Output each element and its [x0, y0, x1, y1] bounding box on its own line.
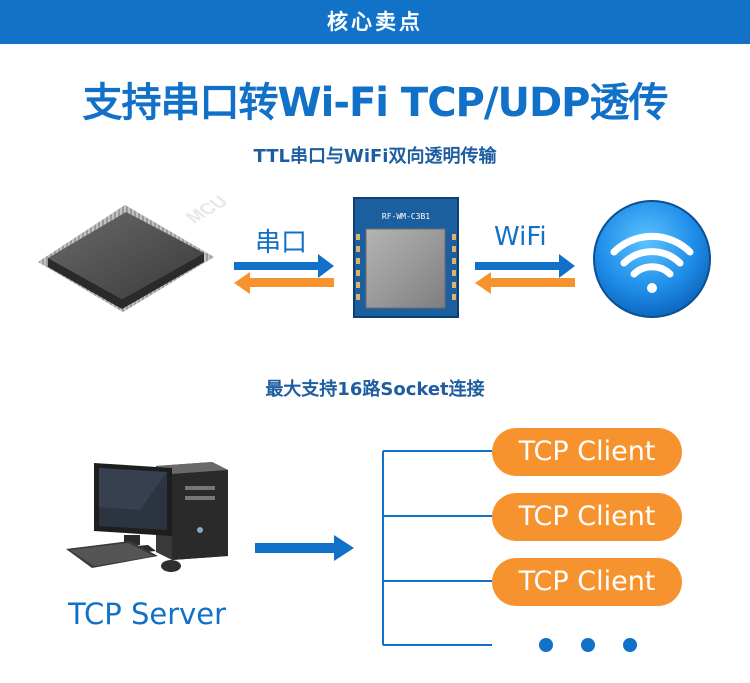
- section1-subtitle: TTL串口与WiFi双向透明传输: [253, 146, 497, 167]
- section2-subtitle: 最大支持16路Socket连接: [265, 379, 485, 400]
- banner-title: 核心卖点: [327, 10, 423, 34]
- serial-label: 串口: [255, 228, 308, 258]
- banner: [0, 0, 750, 44]
- server-label: TCP Server: [68, 597, 227, 631]
- headline: 支持串口转Wi-Fi TCP/UDP透传: [82, 80, 669, 126]
- mcu-label: MCU: [180, 192, 232, 226]
- tcp-client-pill: TCP Client: [492, 558, 682, 606]
- tcp-client-pill: TCP Client: [492, 493, 682, 541]
- wifi-label: WiFi: [494, 222, 547, 252]
- tcp-client-pill: TCP Client: [492, 428, 682, 476]
- module-label: RF-WM-C3B1: [382, 212, 430, 221]
